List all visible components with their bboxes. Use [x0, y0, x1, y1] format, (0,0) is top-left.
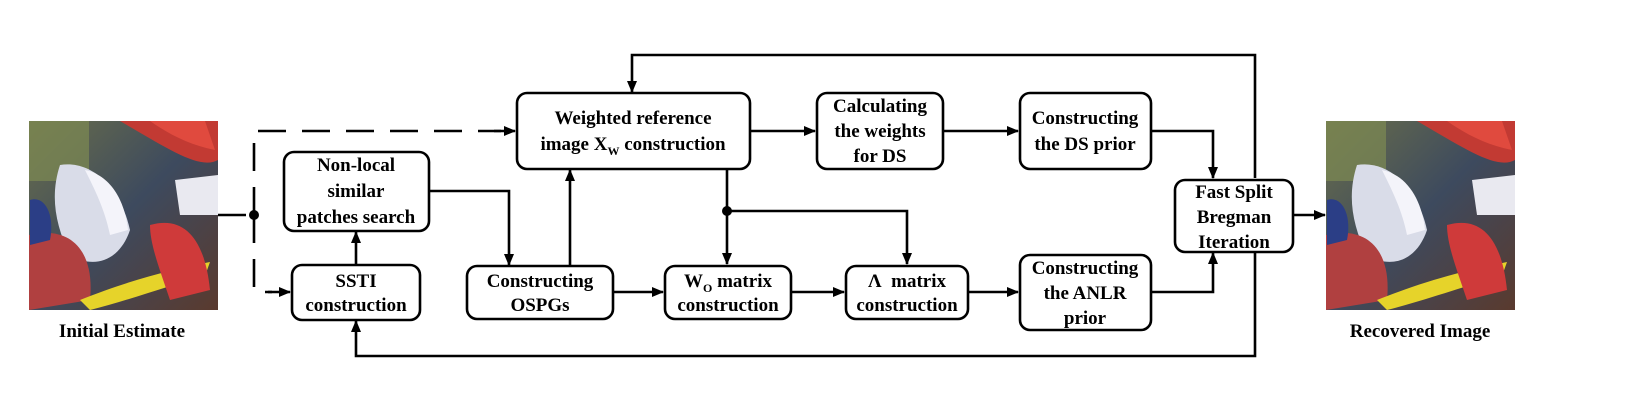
- node-bregman-line2: Bregman: [1197, 207, 1272, 228]
- node-calc-weights: Calculating the weights for DS: [815, 91, 945, 171]
- node-weighted-reference: Weighted reference image XW construction: [515, 91, 752, 171]
- arrow-anlr-to-bregman: [1151, 252, 1218, 294]
- node-calc-weights-line3: for DS: [854, 146, 907, 167]
- node-anlr-prior: Constructing the ANLR prior: [1018, 253, 1153, 332]
- arrow-ds-to-bregman: [1151, 129, 1218, 179]
- node-ssti-line2: construction: [305, 295, 407, 316]
- node-anlr-prior-line2: the ANLR: [1044, 283, 1127, 304]
- feedback-arrow-to-ssti: [351, 253, 1257, 358]
- node-weighted-reference-subscript: W: [607, 144, 619, 158]
- node-weighted-reference-line2-tail: construction: [619, 134, 726, 155]
- node-ospgs-line1: Constructing: [487, 271, 594, 292]
- node-ds-prior: Constructing the DS prior: [1018, 91, 1153, 171]
- initial-estimate-image: [29, 121, 218, 310]
- node-nonlocal-search-line1: Non-local: [317, 155, 395, 176]
- node-wo-matrix-W: W: [684, 271, 703, 292]
- node-bregman: Fast Split Bregman Iteration: [1173, 178, 1295, 254]
- node-lambda-matrix-line1: Λ matrix: [868, 271, 946, 292]
- node-nonlocal-search: Non-local similar patches search: [282, 150, 431, 233]
- node-ds-prior-line1: Constructing: [1032, 108, 1139, 129]
- connector-dashed-to-weighted-reference: [252, 129, 501, 215]
- arrow-junction-to-lambda: [727, 209, 912, 265]
- node-anlr-prior-line3: prior: [1064, 308, 1107, 329]
- feedback-arrow-to-weighted-reference: [627, 53, 1257, 178]
- node-ssti-line1: SSTI: [335, 271, 376, 292]
- node-ospgs: Constructing OSPGs: [465, 264, 615, 321]
- connector-dashed-to-ssti: [252, 215, 272, 294]
- arrow-nonlocal-to-ospgs: [429, 189, 514, 266]
- node-nonlocal-search-line2: similar: [328, 181, 386, 202]
- node-ospgs-line2: OSPGs: [510, 295, 569, 316]
- node-bregman-line3: Iteration: [1198, 232, 1270, 253]
- node-lambda-matrix-line2: construction: [856, 295, 958, 316]
- initial-estimate-caption: Initial Estimate: [59, 321, 185, 342]
- recovered-image-caption: Recovered Image: [1350, 321, 1491, 342]
- node-calc-weights-line2: the weights: [834, 121, 925, 142]
- svg-text:image XW construction: image XW construction: [540, 134, 726, 158]
- node-ds-prior-line2: the DS prior: [1034, 134, 1136, 155]
- node-bregman-line1: Fast Split: [1195, 182, 1273, 203]
- recovered-image: [1326, 121, 1515, 310]
- node-nonlocal-search-line3: patches search: [297, 207, 416, 228]
- node-weighted-reference-line1: Weighted reference: [554, 108, 711, 129]
- node-wo-matrix-subscript: O: [703, 281, 712, 295]
- node-lambda-matrix: Λ matrix construction: [844, 264, 970, 321]
- node-wo-matrix-line2: construction: [677, 295, 779, 316]
- node-weighted-reference-line2: image X: [540, 134, 607, 155]
- node-wo-matrix-line1-tail: matrix: [712, 271, 772, 292]
- node-ssti: SSTI construction: [290, 263, 422, 322]
- node-calc-weights-line1: Calculating: [833, 96, 927, 117]
- svg-text:WO matrix: WO matrix: [684, 271, 772, 295]
- node-wo-matrix: WO matrix construction: [663, 264, 793, 321]
- node-anlr-prior-line1: Constructing: [1032, 258, 1139, 279]
